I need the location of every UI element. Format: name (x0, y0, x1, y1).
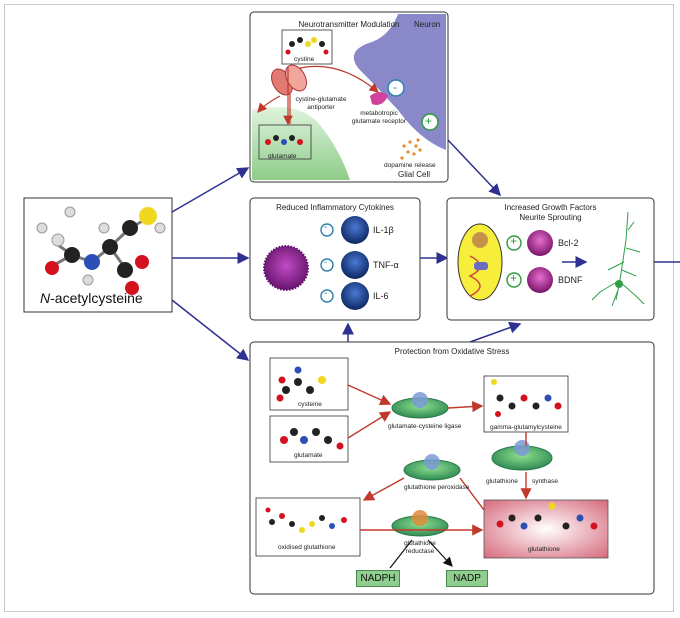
cytokine-protein-icons (341, 216, 369, 310)
nadp-box: NADP (446, 570, 488, 587)
dna-icon (468, 255, 481, 297)
growth-box (446, 197, 655, 321)
growth-plus-1: + (510, 234, 518, 248)
growth-plus-circles (506, 235, 522, 288)
cystine-box (281, 29, 333, 65)
nac-molecule (36, 206, 166, 295)
gsh-label: glutathione (528, 546, 560, 553)
receptor-icon (370, 92, 388, 105)
neuron-minus-sign: - (393, 80, 397, 94)
growth-label-bcl2: Bcl-2 (558, 238, 579, 248)
neuron-plus-circle (421, 113, 439, 131)
macrophage-icon (263, 245, 309, 291)
gsh-molecule (496, 502, 598, 530)
cytokine-minus-circles (320, 223, 334, 303)
cytokine-minus-2: - (324, 257, 328, 268)
dna-binding-icon (474, 262, 488, 270)
flow-arrows (171, 139, 680, 361)
gr-label: glutathione reductase (404, 540, 436, 555)
cytokine-minus-1: - (324, 222, 328, 233)
enzyme-gcl (391, 392, 449, 419)
growth-title-1: Increased Growth Factors (504, 203, 597, 212)
growth-protein-icons (527, 230, 553, 293)
nucleolus-icon (472, 232, 488, 248)
cytokine-label-il1b: IL-1β (373, 225, 394, 235)
ggc-molecule (491, 379, 562, 417)
gssg-molecule (265, 507, 347, 533)
nadph-box: NADPH (356, 570, 400, 587)
glutamate-label: glutamate (268, 153, 297, 160)
cystine-molecule (285, 37, 329, 55)
gs-label-left: glutathione (486, 478, 518, 485)
oxid-title: Protection from Oxidative Stress (394, 347, 510, 356)
ggc-box (483, 375, 569, 433)
neuro-title: Neurotransmitter Modulation (298, 20, 400, 29)
cytokine-title: Reduced Inflammatory Cytokines (276, 203, 394, 212)
gcl-label: glutamate-cysteine ligase (388, 423, 462, 430)
dopamine-label: dopamine release (384, 162, 436, 169)
gssg-box (255, 497, 361, 557)
ggc-label: gamma-glutamylcysteine (490, 424, 562, 431)
glial-label: Glial Cell (398, 170, 431, 179)
nac-label: N-acetylcysteine (40, 290, 143, 306)
receptor-label: metabotropic glutamate receptor (351, 110, 407, 125)
dopamine-dots (400, 138, 422, 160)
antiporter-icon (271, 64, 307, 96)
gpx-label: glutathione peroxidase (404, 484, 470, 491)
neuron-minus-circle (387, 79, 405, 97)
neuron-plus-sign: + (425, 114, 433, 128)
cysteine-molecule (276, 366, 326, 402)
neuron-sprout-icon (591, 211, 645, 307)
cysteine-label: cysteine (298, 401, 322, 408)
growth-label-bdnf: BDNF (558, 275, 583, 285)
neuro-red-arrows (257, 65, 379, 126)
pathway-red-arrows (347, 384, 532, 536)
cytokine-minus-3: - (324, 288, 328, 299)
figure-frame (4, 4, 674, 612)
gsh-box (483, 499, 609, 559)
enzyme-gr (391, 510, 449, 537)
glutamate-molecule-2 (280, 428, 344, 450)
glutamate-molecule (265, 135, 303, 145)
growth-plus-2: + (510, 271, 518, 285)
cytokine-label-il6: IL-6 (373, 291, 389, 301)
enzyme-gpx (403, 454, 461, 481)
cysteine-box (269, 357, 349, 411)
cystine-label: cystine (294, 56, 315, 63)
glutamate-label-2: glutamate (294, 452, 323, 459)
gssg-label: oxidised glutathione (278, 544, 336, 551)
neuron-label: Neuron (414, 20, 441, 29)
nadph-arrows (389, 539, 453, 569)
neuron-soma-icon (615, 280, 623, 288)
growth-title-2: Neurite Sprouting (519, 213, 582, 222)
antiporter-label: cystine-glutamate antiporter (295, 96, 347, 111)
cytokine-label-tnfa: TNF-α (373, 260, 399, 270)
gs-label-right: synthase (532, 478, 559, 485)
